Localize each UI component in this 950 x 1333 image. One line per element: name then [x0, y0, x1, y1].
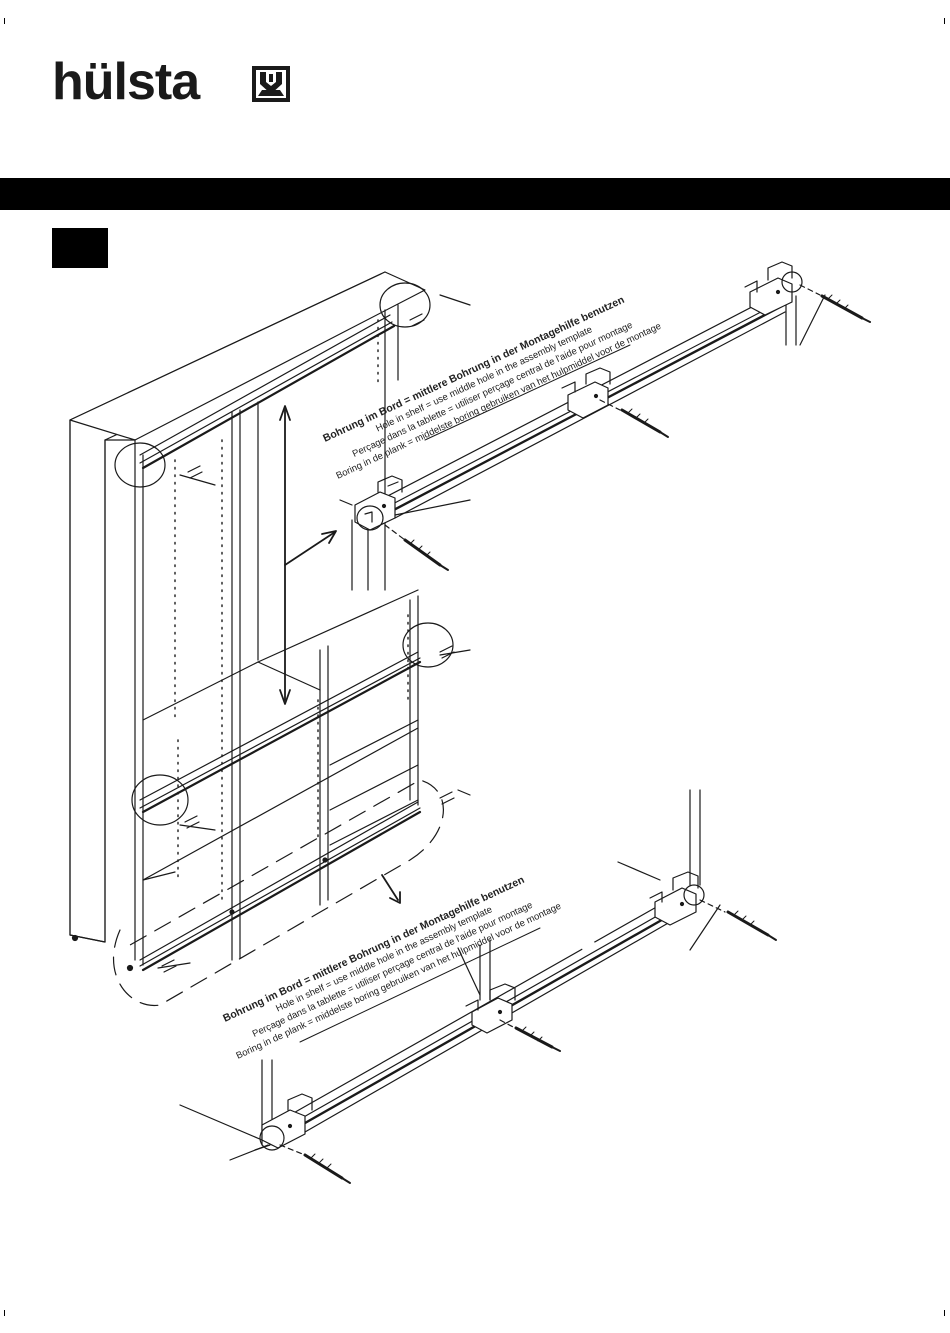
lower-note-nl: Boring in de plank = middelste boring ge… — [234, 901, 562, 1062]
height-dimension-arrow — [279, 405, 337, 705]
screw-icon — [726, 910, 777, 941]
screw-icon — [620, 408, 669, 438]
step-number-box — [52, 228, 108, 268]
upper-note-en: Hole in shelf = use middle hole in the a… — [374, 324, 594, 434]
crop-mark-bottom-right — [944, 1310, 945, 1316]
crop-mark-top-left — [4, 18, 5, 24]
crop-mark-top-right — [944, 18, 945, 24]
hulsta-crest-icon — [252, 66, 290, 102]
crop-mark-bottom-left — [4, 1310, 5, 1316]
brand-logo-text: hülsta — [52, 53, 200, 111]
upper-rail-detail — [339, 261, 826, 591]
screw-icon — [820, 294, 871, 323]
wardrobe-carcass — [69, 271, 426, 972]
lower-note-en: Hole in shelf = use middle hole in the a… — [274, 904, 494, 1014]
lower-detail-arrow — [381, 874, 401, 904]
lower-rail-detail — [179, 789, 726, 1161]
screw-icon — [514, 1026, 561, 1052]
screw-icon — [303, 1153, 351, 1184]
bottom-rail-callout — [112, 779, 444, 1007]
lower-note: Bohrung im Bord = mittlere Bohrung in de… — [221, 874, 563, 1062]
hole-rows — [174, 319, 409, 901]
screw-icon — [403, 538, 449, 571]
detail-callouts — [114, 282, 471, 973]
upper-note-nl: Boring in de plank = middelste boring ge… — [334, 321, 662, 482]
header-band — [0, 178, 950, 210]
